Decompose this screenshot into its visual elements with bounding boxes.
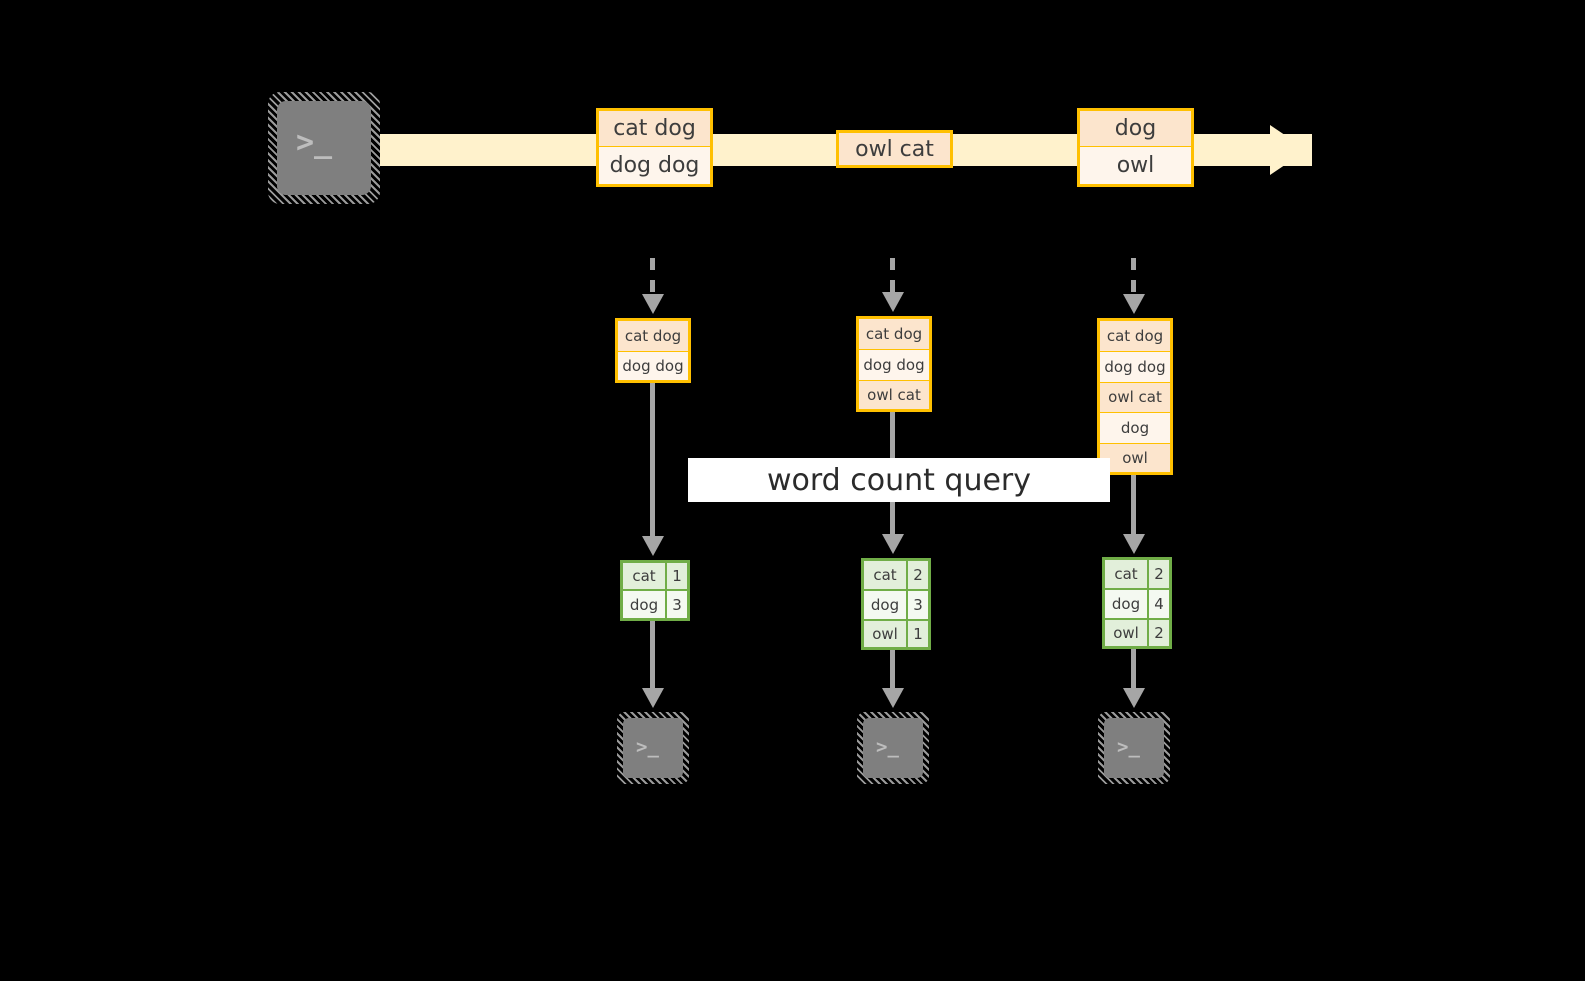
result-count: 3 — [667, 591, 687, 618]
terminal-prompt-glyph: >_ — [636, 736, 659, 758]
consumer-terminal-icon-3[interactable]: >_ — [1098, 712, 1170, 784]
producer-terminal-icon[interactable]: >_ — [268, 92, 380, 204]
stream-batch-3[interactable]: dog owl — [1077, 108, 1194, 187]
terminal-body — [277, 101, 371, 195]
consumer-terminal-icon-2[interactable]: >_ — [857, 712, 929, 784]
stream-to-stage-arrowhead-1 — [642, 294, 664, 314]
stream-to-stage-connector-3 — [1131, 258, 1136, 296]
result-to-consumer-connector-2 — [890, 650, 895, 691]
result-word: dog — [864, 591, 908, 619]
stream-arrowhead — [1270, 125, 1307, 175]
stream-message: cat dog — [599, 111, 710, 148]
table-row: cat 1 — [623, 563, 687, 592]
result-word: cat — [623, 563, 667, 590]
result-word: dog — [1105, 590, 1149, 618]
stage-to-result-connector-1 — [650, 383, 655, 540]
table-row: dog 4 — [1105, 590, 1169, 620]
stream-to-stage-connector-2 — [890, 258, 895, 294]
accumulated-messages-2[interactable]: cat dog dog dog owl cat — [856, 316, 932, 412]
result-table-2[interactable]: cat 2 dog 3 owl 1 — [861, 558, 931, 650]
table-row: dog 3 — [623, 591, 687, 618]
result-word: cat — [1105, 560, 1149, 588]
accumulated-message: dog dog — [859, 350, 929, 381]
result-count: 1 — [908, 621, 928, 647]
accumulated-message: dog dog — [618, 352, 688, 380]
stream-message: dog dog — [599, 147, 710, 184]
accumulated-messages-1[interactable]: cat dog dog dog — [615, 318, 691, 383]
stream-to-stage-arrowhead-3 — [1123, 294, 1145, 314]
terminal-prompt-glyph: >_ — [876, 736, 899, 758]
terminal-body — [623, 718, 683, 778]
result-to-consumer-connector-1 — [650, 621, 655, 691]
table-row: cat 2 — [1105, 560, 1169, 590]
terminal-body — [1104, 718, 1164, 778]
result-word: cat — [864, 561, 908, 589]
result-count: 2 — [1149, 560, 1169, 588]
result-count: 3 — [908, 591, 928, 619]
stream-to-stage-connector-1 — [650, 258, 655, 296]
stage-to-result-arrowhead-2 — [882, 534, 904, 554]
accumulated-message: owl — [1100, 444, 1170, 472]
stream-message: owl cat — [839, 133, 950, 165]
table-row: dog 3 — [864, 591, 928, 621]
result-to-consumer-connector-3 — [1131, 649, 1136, 691]
result-to-consumer-arrowhead-2 — [882, 688, 904, 708]
result-word: owl — [864, 621, 908, 647]
stream-message: owl — [1080, 147, 1191, 184]
terminal-prompt-glyph: >_ — [1117, 736, 1140, 758]
stream-batch-2[interactable]: owl cat — [836, 130, 953, 168]
result-count: 4 — [1149, 590, 1169, 618]
result-count: 2 — [908, 561, 928, 589]
stage-to-result-arrowhead-3 — [1123, 534, 1145, 554]
consumer-terminal-icon-1[interactable]: >_ — [617, 712, 689, 784]
table-row: owl 2 — [1105, 620, 1169, 646]
table-row: cat 2 — [864, 561, 928, 591]
result-table-3[interactable]: cat 2 dog 4 owl 2 — [1102, 557, 1172, 649]
stage-to-result-connector-3 — [1131, 475, 1136, 538]
result-to-consumer-arrowhead-3 — [1123, 688, 1145, 708]
stage-to-result-arrowhead-1 — [642, 536, 664, 556]
accumulated-message: dog dog — [1100, 351, 1170, 383]
result-count: 2 — [1149, 620, 1169, 646]
table-row: owl 1 — [864, 621, 928, 647]
stream-message: dog — [1080, 111, 1191, 148]
result-to-consumer-arrowhead-1 — [642, 688, 664, 708]
result-table-1[interactable]: cat 1 dog 3 — [620, 560, 690, 621]
accumulated-message: owl cat — [1100, 382, 1170, 414]
stream-to-stage-arrowhead-2 — [882, 292, 904, 312]
result-word: dog — [623, 591, 667, 618]
accumulated-message: cat dog — [1100, 321, 1170, 352]
accumulated-message: cat dog — [618, 321, 688, 352]
accumulated-message: dog — [1100, 413, 1170, 445]
terminal-body — [863, 718, 923, 778]
accumulated-message: cat dog — [859, 319, 929, 350]
result-count: 1 — [667, 563, 687, 590]
stream-batch-1[interactable]: cat dog dog dog — [596, 108, 713, 187]
accumulated-messages-3[interactable]: cat dog dog dog owl cat dog owl — [1097, 318, 1173, 475]
accumulated-message: owl cat — [859, 381, 929, 409]
result-word: owl — [1105, 620, 1149, 646]
terminal-prompt-glyph: >_ — [296, 125, 333, 160]
query-label: word count query — [688, 458, 1110, 502]
